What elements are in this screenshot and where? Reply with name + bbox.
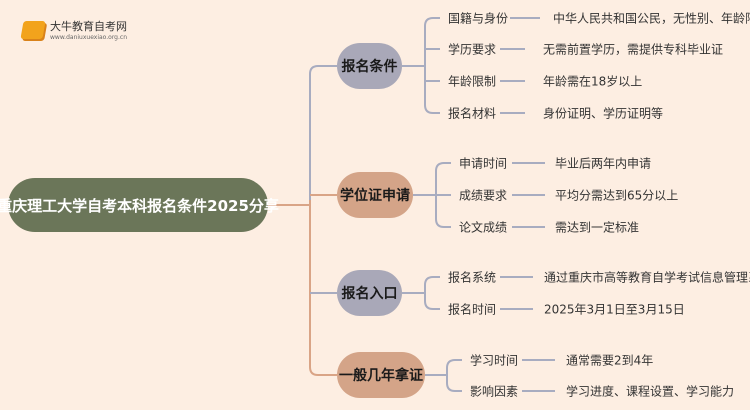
logo-url: www.daniuxuexiao.org.cn [50, 34, 127, 41]
root-node: 重庆理工大学自考本科报名条件2025分享 [0, 178, 279, 232]
branch-node: 一般几年拿证 [337, 352, 425, 398]
leaf-value: 中华人民共和国公民，无性别、年龄限制 [553, 11, 750, 26]
leaf-label: 学历要求 [448, 42, 497, 57]
leaf-value: 平均分需达到65分以上 [555, 188, 679, 203]
branch-node: 报名入口 [337, 270, 402, 316]
leaf-label: 影响因素 [470, 384, 519, 399]
leaf-value: 年龄需在18岁以上 [543, 74, 643, 89]
leaf-value: 无需前置学历，需提供专科毕业证 [543, 42, 724, 57]
book-icon [20, 20, 46, 39]
leaf-label: 论文成绩 [459, 220, 508, 235]
leaf-label: 报名系统 [448, 270, 497, 285]
branch-node: 学位证申请 [337, 172, 413, 218]
leaf-value: 通过重庆市高等教育自学考试信息管理系统 [544, 270, 750, 285]
leaf-label: 申请时间 [459, 156, 508, 171]
leaf-label: 国籍与身份 [448, 11, 509, 26]
branch-node: 报名条件 [337, 43, 402, 89]
leaf-label: 学习时间 [470, 353, 519, 368]
leaf-value: 需达到一定标准 [555, 220, 640, 235]
leaf-label: 年龄限制 [448, 74, 497, 89]
logo-name: 大牛教育自考网 [50, 20, 127, 33]
leaf-label: 报名材料 [448, 106, 497, 121]
leaf-value: 毕业后两年内申请 [555, 156, 652, 171]
leaf-value: 身份证明、学历证明等 [543, 106, 664, 121]
leaf-value: 2025年3月1日至3月15日 [544, 302, 685, 317]
leaf-value: 学习进度、课程设置、学习能力 [566, 384, 735, 399]
leaf-label: 成绩要求 [459, 188, 508, 203]
leaf-label: 报名时间 [448, 302, 497, 317]
leaf-value: 通常需要2到4年 [566, 353, 654, 368]
